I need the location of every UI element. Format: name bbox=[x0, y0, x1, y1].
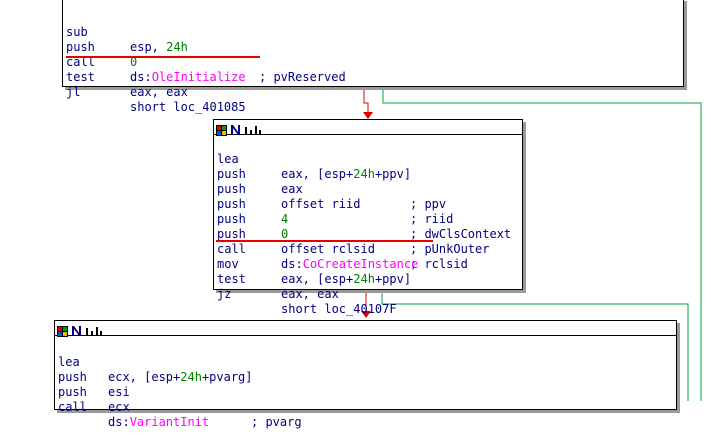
mnemonic: lea bbox=[217, 152, 239, 166]
graph-color-icon[interactable] bbox=[216, 121, 227, 140]
mnemonic: jz bbox=[217, 287, 232, 301]
mnemonic: test bbox=[217, 272, 246, 286]
mnemonic: push bbox=[58, 370, 87, 384]
operand: +ppv] bbox=[374, 272, 412, 286]
operand[interactable]: offset riid bbox=[281, 197, 361, 211]
edge-true-branch-1 bbox=[382, 88, 702, 401]
n-icon[interactable] bbox=[230, 121, 241, 140]
asm-line[interactable]: push 4 ; dwClsContext bbox=[217, 182, 511, 241]
asm-line[interactable]: test eax, eax bbox=[66, 55, 188, 99]
asm-line[interactable]: push eax ; ppv bbox=[217, 152, 446, 211]
operand: eax, [esp+ bbox=[281, 272, 354, 286]
mnemonic: mov bbox=[217, 257, 239, 271]
jump-target[interactable]: short loc_40107F bbox=[281, 302, 397, 316]
block-header bbox=[55, 321, 676, 337]
operand: ds: bbox=[130, 70, 152, 84]
mnemonic: push bbox=[217, 212, 246, 226]
code-block-1[interactable]: sub esp, 24h push 0 ; pvReserved call ds… bbox=[62, 0, 684, 114]
operand: +pvarg] bbox=[201, 370, 253, 384]
operand: eax bbox=[281, 182, 303, 196]
mnemonic: call bbox=[66, 55, 95, 69]
operand: eax, eax bbox=[130, 85, 188, 99]
operand[interactable]: offset rclsid bbox=[281, 242, 375, 256]
mnemonic: lea bbox=[58, 355, 80, 369]
asm-line[interactable]: push offset rclsid ; rclsid bbox=[217, 212, 468, 271]
mnemonic: push bbox=[66, 40, 95, 54]
comment: ; rclsid bbox=[410, 257, 468, 271]
asm-line[interactable]: push ecx ; pvarg bbox=[58, 370, 302, 429]
operand: ds: bbox=[108, 415, 130, 429]
asm-line[interactable]: push 0 ; pUnkOuter bbox=[217, 197, 489, 256]
asm-line[interactable]: call ds:OleInitialize bbox=[66, 40, 246, 84]
code-block-2[interactable]: lea eax, [esp+24h+ppv] push eax ; ppv pu… bbox=[213, 119, 523, 316]
mnemonic: test bbox=[66, 70, 95, 84]
mnemonic: push bbox=[217, 197, 246, 211]
asm-line[interactable]: push esi bbox=[58, 355, 130, 399]
mnemonic: sub bbox=[66, 25, 88, 39]
comment: ; pvReserved bbox=[259, 70, 346, 84]
graph-color-icon[interactable] bbox=[57, 322, 68, 341]
comment: ; pvarg bbox=[251, 415, 302, 429]
operand-number: 24h bbox=[180, 370, 202, 384]
mnemonic: call bbox=[58, 400, 87, 414]
highlight-underline bbox=[216, 240, 433, 242]
operand: ds: bbox=[281, 257, 303, 271]
jump-target[interactable]: short loc_401085 bbox=[130, 100, 246, 114]
asm-line[interactable]: call ds:VariantInit bbox=[58, 385, 209, 429]
mnemonic: push bbox=[217, 227, 246, 241]
operand-number: 24h bbox=[353, 272, 375, 286]
import-function-name[interactable]: CoCreateInstance bbox=[302, 257, 419, 271]
mnemonic: jl bbox=[66, 85, 81, 99]
graph-edges bbox=[361, 88, 702, 401]
import-function-name[interactable]: VariantInit bbox=[129, 415, 210, 429]
edge-true-branch-2 bbox=[381, 290, 689, 401]
mnemonic: push bbox=[217, 182, 246, 196]
comment: ; pUnkOuter bbox=[410, 242, 490, 256]
import-function-name[interactable]: OleInitialize bbox=[151, 70, 246, 84]
operand: esp, bbox=[130, 40, 167, 54]
asm-line[interactable]: jz short loc_40107F bbox=[217, 272, 397, 316]
comment: ; riid bbox=[410, 212, 454, 226]
asm-line[interactable]: lea ecx, [esp+24h+pvarg] bbox=[58, 340, 253, 384]
asm-line[interactable]: test eax, eax bbox=[217, 257, 339, 301]
operand: eax, [esp+ bbox=[281, 167, 354, 181]
operand-number: 24h bbox=[353, 167, 375, 181]
operand-number: 4 bbox=[281, 212, 289, 226]
operand: esi bbox=[108, 385, 130, 399]
edge-arrowhead-1 bbox=[363, 112, 373, 119]
operand-number: 0 bbox=[281, 227, 289, 241]
asm-line[interactable]: mov eax, [esp+24h+ppv] bbox=[217, 242, 411, 286]
asm-line[interactable]: call ds:CoCreateInstance bbox=[217, 227, 418, 271]
bars-icon[interactable] bbox=[85, 322, 103, 341]
operand: eax, eax bbox=[281, 287, 339, 301]
edge-false-branch-1 bbox=[363, 88, 369, 114]
block-header bbox=[214, 120, 522, 136]
operand-number: 24h bbox=[166, 40, 188, 54]
operand-number: 0 bbox=[130, 55, 138, 69]
asm-line[interactable]: sub esp, 24h bbox=[66, 10, 188, 54]
mnemonic: call bbox=[217, 242, 246, 256]
asm-line[interactable]: lea eax, [esp+24h+ppv] bbox=[217, 137, 411, 181]
operand: ecx, [esp+ bbox=[108, 370, 181, 384]
n-icon[interactable] bbox=[71, 322, 82, 341]
highlight-underline bbox=[66, 56, 260, 58]
mnemonic: push bbox=[217, 167, 246, 181]
bars-icon[interactable] bbox=[244, 121, 262, 140]
mnemonic: push bbox=[58, 385, 87, 399]
asm-line[interactable]: jl short loc_401085 bbox=[66, 70, 246, 114]
comment: ; dwClsContext bbox=[410, 227, 512, 241]
comment: ; ppv bbox=[410, 197, 447, 211]
edge-arrowhead-2 bbox=[361, 311, 371, 318]
asm-line[interactable]: push 0 ; pvReserved bbox=[66, 25, 346, 84]
operand: +ppv] bbox=[374, 167, 412, 181]
operand: ecx bbox=[108, 400, 130, 414]
code-block-3[interactable]: lea ecx, [esp+24h+pvarg] push esi push e… bbox=[54, 320, 677, 429]
asm-line[interactable]: push offset riid ; riid bbox=[217, 167, 453, 226]
